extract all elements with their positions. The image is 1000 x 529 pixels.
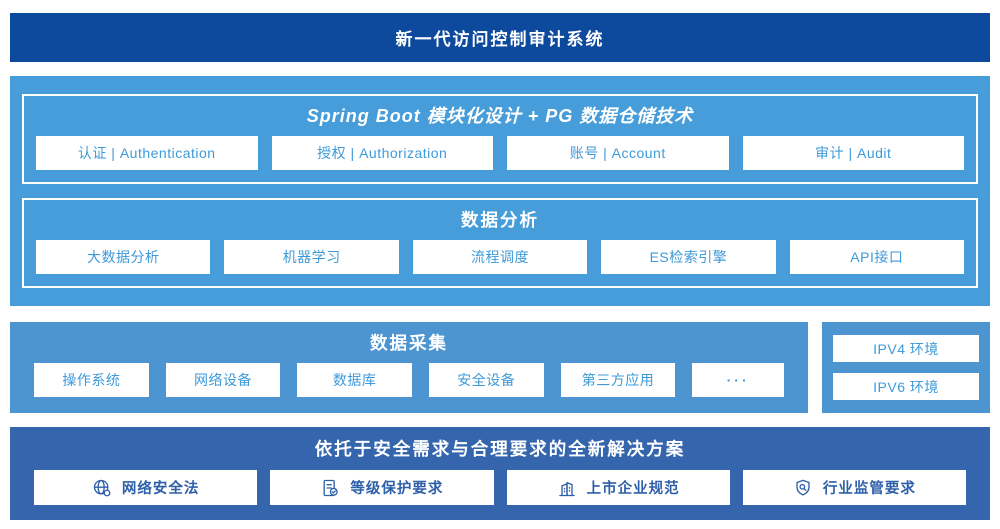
solution-industry-regulation: 行业监管要求 [742, 470, 966, 505]
ipv4-environment: IPV4 环境 [833, 335, 979, 362]
module-audit: 审计 | Audit [742, 136, 964, 170]
module-more-ellipsis: ··· [692, 363, 784, 397]
module-workflow-scheduling: 流程调度 [412, 240, 588, 274]
solution-layer: 依托于安全需求与合理要求的全新解决方案 网络安全法 等级保护要求 [10, 427, 990, 520]
module-es-search-engine: ES检索引擎 [601, 240, 776, 274]
collection-layer: 数据采集 操作系统 网络设备 数据库 安全设备 第三方应用 ··· [10, 322, 808, 413]
solution-item-label: 行业监管要求 [822, 481, 916, 497]
building-icon [558, 481, 575, 496]
module-account: 账号 | Account [507, 136, 729, 170]
solution-grade-protection: 等级保护要求 [270, 470, 494, 505]
module-operating-system: 操作系统 [34, 363, 149, 397]
module-api-interface: API接口 [789, 240, 965, 274]
platform-group: Spring Boot 模块化设计 + PG 数据仓储技术 认证 | Authe… [22, 94, 978, 184]
solution-item-row: 网络安全法 等级保护要求 上市企业规范 [34, 470, 966, 505]
module-bigdata-analysis: 大数据分析 [36, 240, 211, 274]
document-check-icon [323, 479, 339, 496]
platform-title: Spring Boot 模块化设计 + PG 数据仓储技术 [306, 106, 694, 126]
system-title-banner: 新一代访问控制审计系统 [10, 13, 990, 62]
platform-module-row: 认证 | Authentication 授权 | Authorization 账… [36, 136, 964, 170]
module-database: 数据库 [297, 363, 412, 397]
module-network-device: 网络设备 [165, 363, 281, 397]
module-machine-learning: 机器学习 [224, 240, 399, 274]
analysis-title: 数据分析 [461, 210, 539, 230]
globe-icon [93, 479, 111, 496]
solution-item-label: 等级保护要求 [350, 481, 444, 497]
analysis-module-row: 大数据分析 机器学习 流程调度 ES检索引擎 API接口 [36, 240, 965, 274]
solution-network-security-law: 网络安全法 [34, 470, 258, 505]
module-security-device: 安全设备 [428, 363, 544, 397]
solution-item-label: 网络安全法 [121, 481, 200, 497]
collection-module-row: 操作系统 网络设备 数据库 安全设备 第三方应用 ··· [34, 363, 784, 397]
module-authorization: 授权 | Authorization [271, 136, 493, 170]
solution-title: 依托于安全需求与合理要求的全新解决方案 [314, 439, 686, 459]
page-title: 新一代访问控制审计系统 [395, 30, 605, 49]
module-authentication: 认证 | Authentication [36, 136, 258, 170]
solution-listed-company-standard: 上市企业规范 [506, 470, 730, 505]
collection-row: 数据采集 操作系统 网络设备 数据库 安全设备 第三方应用 ··· IPV4 环… [10, 322, 990, 413]
ip-environment-panel: IPV4 环境 IPV6 环境 [822, 322, 990, 413]
collection-title: 数据采集 [370, 333, 448, 353]
analysis-group: 数据分析 大数据分析 机器学习 流程调度 ES检索引擎 API接口 [22, 198, 978, 288]
platform-layer: Spring Boot 模块化设计 + PG 数据仓储技术 认证 | Authe… [10, 76, 990, 306]
solution-item-label: 上市企业规范 [586, 481, 680, 497]
ipv6-environment: IPV6 环境 [833, 373, 979, 400]
shield-search-icon [796, 479, 810, 495]
module-third-party-app: 第三方应用 [560, 363, 676, 397]
